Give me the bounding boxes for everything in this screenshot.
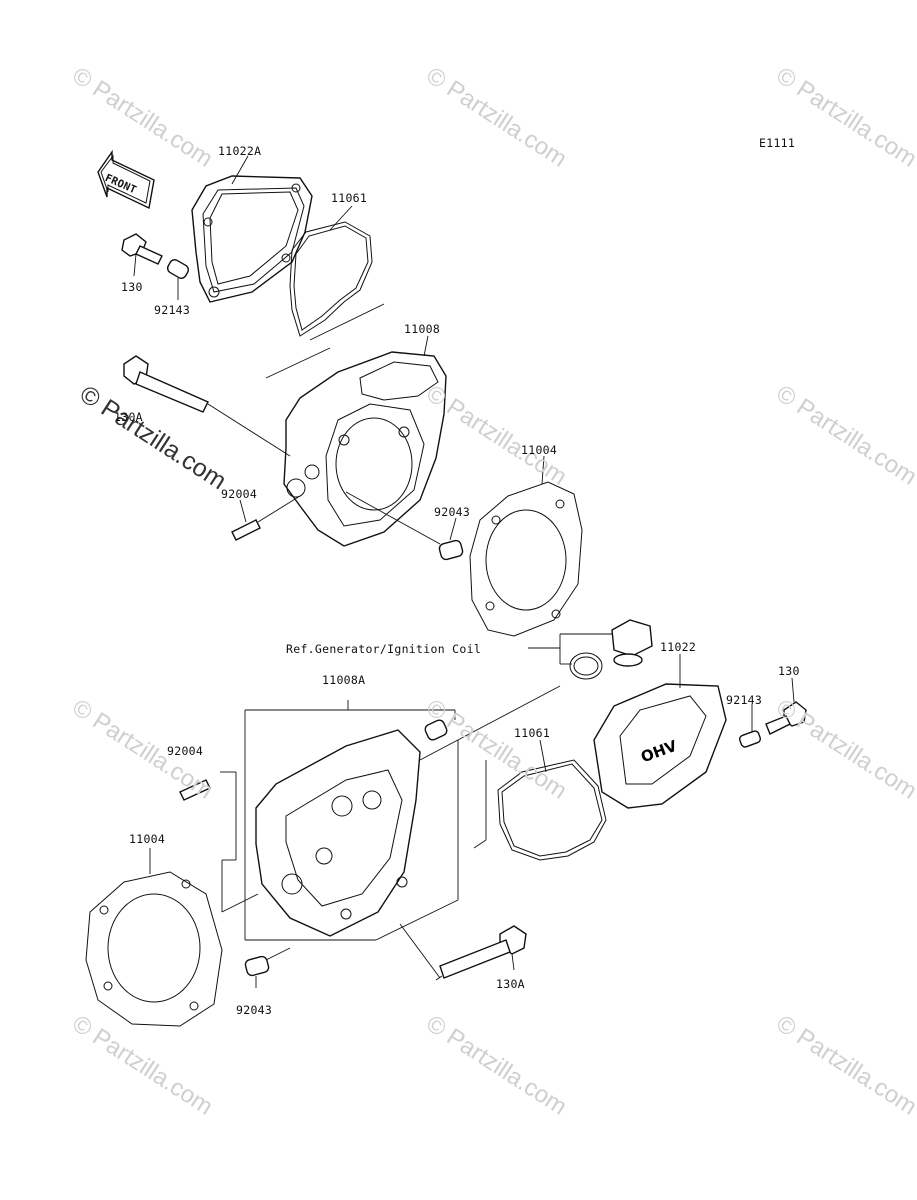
callout-11061-bottom: 11061 [514,726,551,740]
dowel-92043-top [438,539,464,561]
callout-130-top: 130 [121,280,143,294]
callout-11061-top: 11061 [331,191,368,205]
callout-130A-top: 130A [114,410,143,424]
cylinder-head-11008A [255,719,448,937]
dowel-92143-right [738,730,762,748]
stud-92004-top [231,519,261,541]
cylinder-head-cover-top [191,175,313,303]
callout-11004-top: 11004 [521,443,558,457]
callout-92143-top: 92143 [154,303,191,317]
callout-130A-bottom: 130A [496,977,525,991]
front-arrow-icon [97,149,155,210]
callout-11022A: 11022A [218,144,262,158]
callout-92043-bottom: 92043 [236,1003,273,1017]
head-gasket-11004-bottom [85,871,223,1027]
o-ring [569,652,603,680]
cover-gasket-bottom [497,759,607,861]
stud-92004-bottom [179,779,211,801]
callout-92143-right: 92143 [726,693,763,707]
head-gasket-11004-top [469,481,583,637]
callout-130-right: 130 [778,664,800,678]
dowel-92143-top [166,259,190,279]
cylinder-head-11008 [283,351,447,547]
callout-92004-bottom: 92004 [167,744,204,758]
leader-lines [133,155,795,988]
cover-gasket-top [289,221,373,337]
cylinder-head-cover-11022: OHV [593,683,727,809]
dowel-92043-bottom [244,955,270,977]
callout-11022: 11022 [660,640,697,654]
callout-11004-bottom: 11004 [129,832,166,846]
bolt-130-top [121,233,163,265]
oil-filler-cap [611,619,653,667]
diagram-code: E1111 [759,136,796,150]
callout-92043-top: 92043 [434,505,471,519]
callout-11008A: 11008A [322,673,366,687]
long-bolt-130A-bottom [439,925,527,979]
long-bolt-130A-top [123,355,209,413]
callout-92004-top: 92004 [221,487,258,501]
bolt-130-right [765,701,807,735]
reference-note: Ref.Generator/Ignition Coil [286,642,482,656]
callout-11008: 11008 [404,322,441,336]
